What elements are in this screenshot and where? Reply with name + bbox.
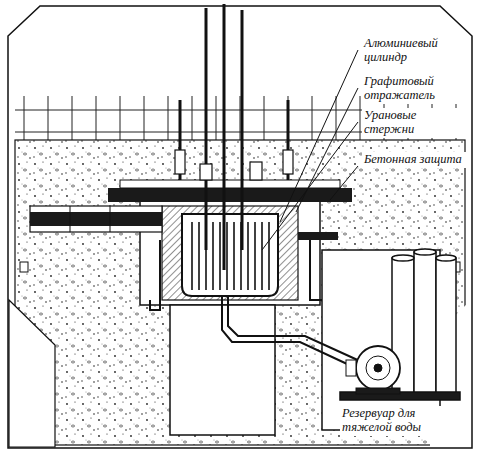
building-outline xyxy=(8,6,472,448)
reactor-cavity xyxy=(140,200,320,305)
right-channel xyxy=(298,232,338,240)
part-label: Графитовый отражатель xyxy=(362,74,466,104)
window xyxy=(20,262,28,272)
channel-plug xyxy=(30,212,162,226)
control-rods xyxy=(180,4,288,270)
part-label: Алюминиевый цилиндр xyxy=(362,36,466,66)
graphite-reflector xyxy=(162,206,298,300)
heavy-water-pipes xyxy=(150,240,362,370)
aluminium-cylinder xyxy=(182,214,278,296)
pump xyxy=(346,346,400,394)
rod-drives xyxy=(175,150,293,180)
leader-lines xyxy=(262,50,358,250)
channel-joint xyxy=(70,206,71,232)
top-plate xyxy=(120,180,340,188)
channel-joint xyxy=(110,206,111,232)
top-slab xyxy=(108,188,352,202)
concrete-shield xyxy=(15,140,465,445)
tank-room xyxy=(322,250,440,430)
experimental-channel xyxy=(30,206,162,232)
heavy-water-tanks xyxy=(340,249,460,400)
outer-slope xyxy=(9,300,55,447)
part-label: Бетонная защита xyxy=(362,152,466,168)
part-label: Резервуар для тяжелой воды xyxy=(340,406,468,436)
uranium-rods xyxy=(192,222,269,290)
part-label: Урановые стержни xyxy=(362,108,466,138)
